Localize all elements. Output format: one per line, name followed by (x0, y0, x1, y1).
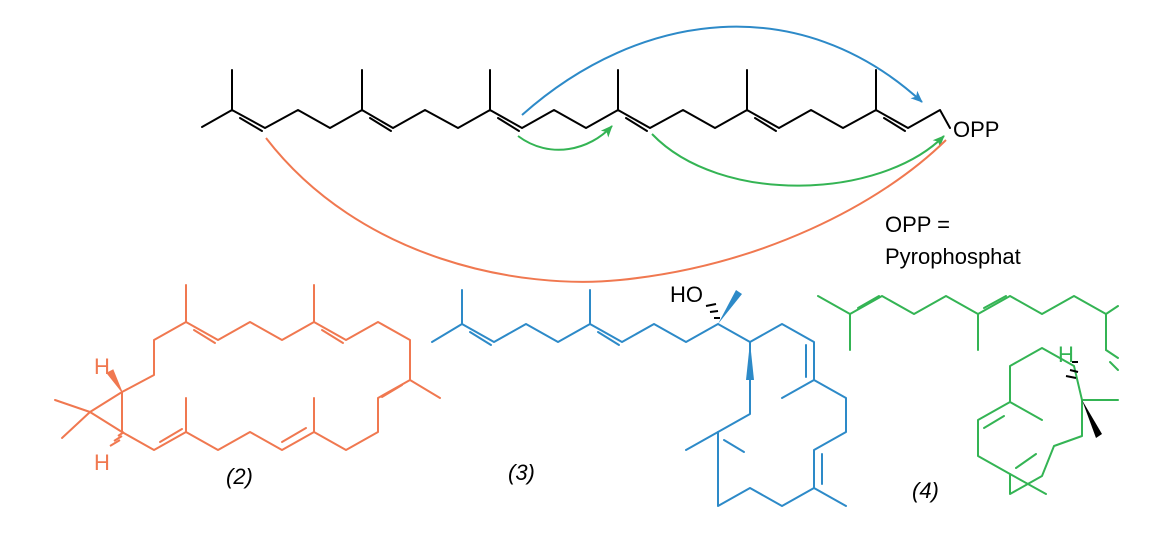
main-chain-bonds (201, 109, 951, 129)
blue-cyclization-arrow (521, 25, 923, 116)
cyclopropane-ring (89, 391, 123, 433)
green-short-arrow (517, 125, 613, 151)
opp-definition-line2: Pyrophosphat (885, 244, 1021, 269)
green-long-arrow (651, 133, 945, 187)
hashed-bond-green (1065, 361, 1079, 379)
compound-3-label: (3) (508, 460, 535, 485)
wedge-bond-green (1082, 400, 1102, 438)
hashed-bond (109, 431, 125, 447)
compound-2-structure (54, 284, 441, 451)
h-label-top: H (94, 354, 110, 379)
wedge-bond (106, 369, 123, 393)
wedge-bond-methyl (718, 290, 742, 324)
compound-4-structure (817, 295, 1119, 495)
hashed-bond-ho (705, 303, 720, 319)
opp-definition-line1: OPP = (885, 212, 950, 237)
h-label-bottom: H (94, 450, 110, 475)
compound-4-label: (4) (912, 478, 939, 503)
compound-3-structure (431, 289, 847, 507)
double-bond-line (239, 117, 263, 132)
hexaprenyl-pyrophosphate: OPP (201, 69, 999, 142)
compound-2-label: (2) (226, 464, 253, 489)
opp-label: OPP (953, 117, 999, 142)
h-label-green: H (1058, 342, 1074, 367)
orange-cyclization-arrow (265, 137, 947, 283)
wedge-bond-ring (746, 342, 754, 380)
ho-label: HO (670, 282, 703, 307)
